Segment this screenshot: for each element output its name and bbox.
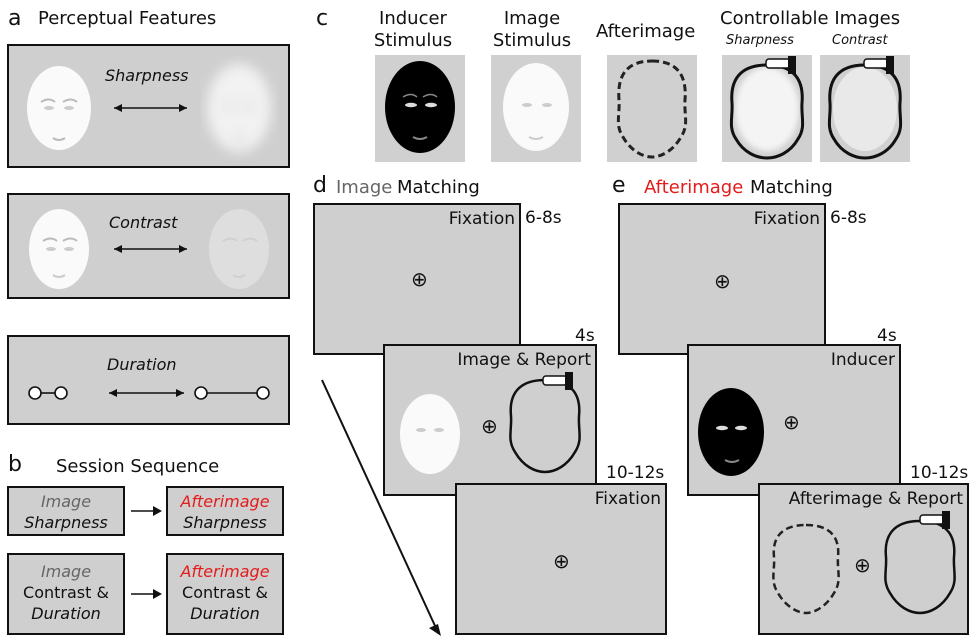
seq-row1-afterimage-box: Afterimage Sharpness — [166, 486, 284, 536]
image-title-line1: Image — [503, 8, 561, 29]
sharpness-faces — [27, 64, 271, 152]
seq-row2-afterimage-feature1: Contrast & — [182, 583, 268, 602]
dashed-outline-icon — [616, 59, 688, 159]
fixation-cross-icon: ⊕ — [783, 410, 800, 434]
hand-pointer-icon — [863, 56, 894, 74]
seq-row2-image-label: Image — [40, 562, 92, 581]
image-stimulus-title: Image Stimulus — [487, 8, 577, 52]
controllable-contrast-face — [827, 56, 903, 160]
seq-row2-afterimage-feature2: Duration — [190, 604, 260, 623]
e-afterimage-report-content — [772, 511, 956, 615]
seq-row1-image-feature: Sharpness — [24, 513, 108, 532]
panel-b-title: Session Sequence — [56, 456, 220, 477]
d-fixation-timing: 6-8s — [525, 208, 562, 228]
panel-e-title-afterimage: Afterimage — [644, 177, 744, 198]
e-fixation-timing: 6-8s — [830, 208, 867, 228]
seq-row2-image-feature2: Duration — [31, 604, 101, 623]
sharpness-box: Sharpness — [7, 44, 290, 168]
fixation-cross-icon: ⊕ — [714, 269, 731, 293]
inducer-thumbnail — [375, 55, 465, 162]
hand-pointer-icon — [765, 56, 796, 74]
duration-diagram — [28, 386, 270, 400]
fixation-cross-icon: ⊕ — [553, 549, 570, 573]
white-face-icon — [400, 394, 460, 474]
duration-label: Duration — [107, 355, 177, 374]
d-image-report-label: Image & Report — [457, 350, 591, 370]
seq-row2-image-feature1: Contrast & — [23, 583, 109, 602]
sharpness-label: Sharpness — [105, 66, 189, 85]
blurred-face-icon — [207, 64, 271, 152]
panel-d-letter: d — [313, 173, 327, 198]
fixation-cross-icon: ⊕ — [481, 414, 498, 438]
controllable-contrast-thumbnail — [820, 55, 910, 162]
image-thumbnail — [491, 55, 581, 162]
seq-row2-afterimage-box: Afterimage Contrast & Duration — [166, 553, 284, 635]
inducer-stimulus-title: Inducer Stimulus — [368, 8, 458, 52]
short-duration-icon — [28, 386, 68, 400]
afterimage-thumbnail — [607, 55, 697, 162]
d-fixation-final-screen: Fixation ⊕ — [455, 483, 667, 635]
inducer-title-line2: Stimulus — [373, 30, 453, 51]
sharp-face-icon — [27, 66, 91, 150]
black-face-icon — [698, 388, 764, 476]
panel-b-letter: b — [8, 452, 22, 477]
e-inducer-content — [698, 388, 764, 476]
panel-d-title-matching: Matching — [397, 177, 480, 198]
high-contrast-face-icon — [29, 209, 89, 289]
e-inducer-label: Inducer — [830, 350, 895, 370]
long-duration-icon — [194, 386, 270, 400]
fixation-cross-icon: ⊕ — [411, 267, 428, 291]
contrast-box: Contrast — [7, 193, 290, 299]
e-fixation-screen: Fixation ⊕ — [618, 203, 826, 355]
e-afterimage-report-screen: Afterimage & Report ⊕ — [758, 483, 969, 635]
d-fixation-final-timing: 10-12s — [606, 463, 665, 483]
report-outline-icon — [509, 372, 581, 474]
contrast-label: Contrast — [109, 213, 178, 232]
seq-row1-image-label: Image — [40, 492, 92, 511]
d-fixation-screen: Fixation ⊕ — [313, 203, 521, 355]
black-face-icon — [385, 61, 455, 153]
image-title-line2: Stimulus — [492, 30, 572, 51]
panel-e-title-matching: Matching — [750, 177, 833, 198]
panel-e-letter: e — [612, 173, 626, 198]
controllable-sharpness-face — [729, 56, 805, 160]
e-afterimage-report-timing: 10-12s — [910, 463, 969, 483]
seq-row2-image-box: Image Contrast & Duration — [7, 553, 125, 635]
panel-a-letter: a — [8, 6, 22, 31]
e-inducer-timing: 4s — [877, 326, 897, 346]
e-afterimage-report-label: Afterimage & Report — [788, 489, 963, 509]
controllable-images-title: Controllable Images — [720, 8, 901, 29]
seq-row1-afterimage-label: Afterimage — [180, 492, 270, 511]
panel-d-title-image: Image — [336, 177, 393, 198]
dashed-afterimage-icon — [772, 523, 840, 615]
d-fixation-final-label: Fixation — [594, 489, 661, 509]
fixation-cross-icon: ⊕ — [854, 553, 871, 577]
white-face-icon — [503, 63, 569, 151]
inducer-title-line1: Inducer — [379, 8, 447, 29]
e-inducer-screen: Inducer ⊕ — [687, 344, 901, 496]
contrast-faces — [29, 209, 269, 289]
controllable-sharpness-thumbnail — [722, 55, 812, 162]
seq-row1-image-box: Image Sharpness — [7, 486, 125, 536]
controllable-sharpness-label: Sharpness — [726, 33, 794, 48]
low-contrast-face-icon — [209, 209, 269, 289]
d-image-report-screen: Image & Report ⊕ — [383, 344, 597, 496]
seq-row1-afterimage-feature: Sharpness — [183, 513, 267, 532]
afterimage-title: Afterimage — [596, 21, 696, 42]
duration-box: Duration — [7, 335, 290, 425]
report-outline-icon — [884, 511, 956, 615]
controllable-contrast-label: Contrast — [832, 33, 888, 48]
d-image-report-timing: 4s — [575, 326, 595, 346]
seq-row2-afterimage-label: Afterimage — [180, 562, 270, 581]
e-fixation-label: Fixation — [753, 209, 820, 229]
d-fixation-label: Fixation — [448, 209, 515, 229]
panel-c-letter: c — [316, 6, 329, 31]
panel-a-title: Perceptual Features — [38, 8, 217, 29]
